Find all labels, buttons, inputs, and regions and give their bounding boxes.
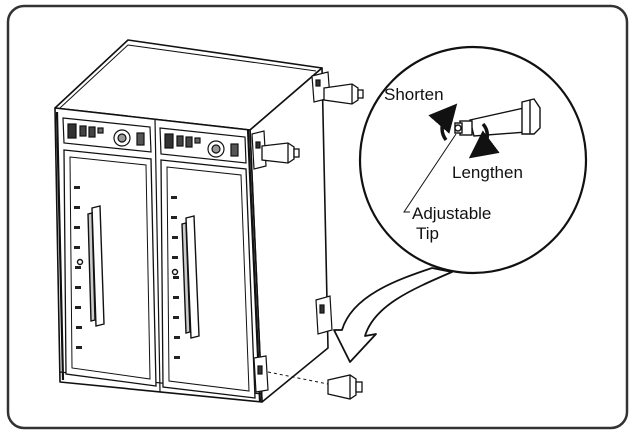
callout-arrow-icon	[333, 267, 453, 363]
door-handle-left	[76, 205, 105, 327]
magnifier-circle	[358, 45, 588, 275]
bracket-bottom-right	[315, 295, 333, 335]
loose-adjustable-tip	[327, 374, 363, 400]
label-tip: Tip	[416, 224, 439, 243]
rotate-shorten-icon	[428, 103, 458, 142]
rotate-lengthen-icon	[468, 122, 500, 159]
door-left	[63, 149, 157, 387]
control-panel-right	[159, 127, 247, 164]
label-shorten: Shorten	[384, 85, 444, 104]
label-lengthen: Lengthen	[452, 163, 523, 182]
vent-slots-right	[171, 196, 180, 359]
adjustable-tip-leader	[403, 133, 457, 213]
standoff-mid	[261, 142, 300, 164]
label-adjustable: Adjustable	[412, 204, 491, 223]
cabinet-top-rim	[59, 44, 317, 109]
tip-guide-line	[267, 371, 329, 385]
cabinet-divider	[154, 118, 161, 393]
vent-slots-left	[74, 186, 82, 349]
door-right	[160, 159, 256, 399]
cabinet-edge-right	[246, 129, 262, 403]
standoff-top	[323, 83, 364, 105]
door-handle-right	[171, 215, 200, 339]
cabinet-edge	[55, 111, 65, 381]
bracket-bottom-front	[253, 355, 269, 393]
control-panel-left	[62, 117, 152, 153]
